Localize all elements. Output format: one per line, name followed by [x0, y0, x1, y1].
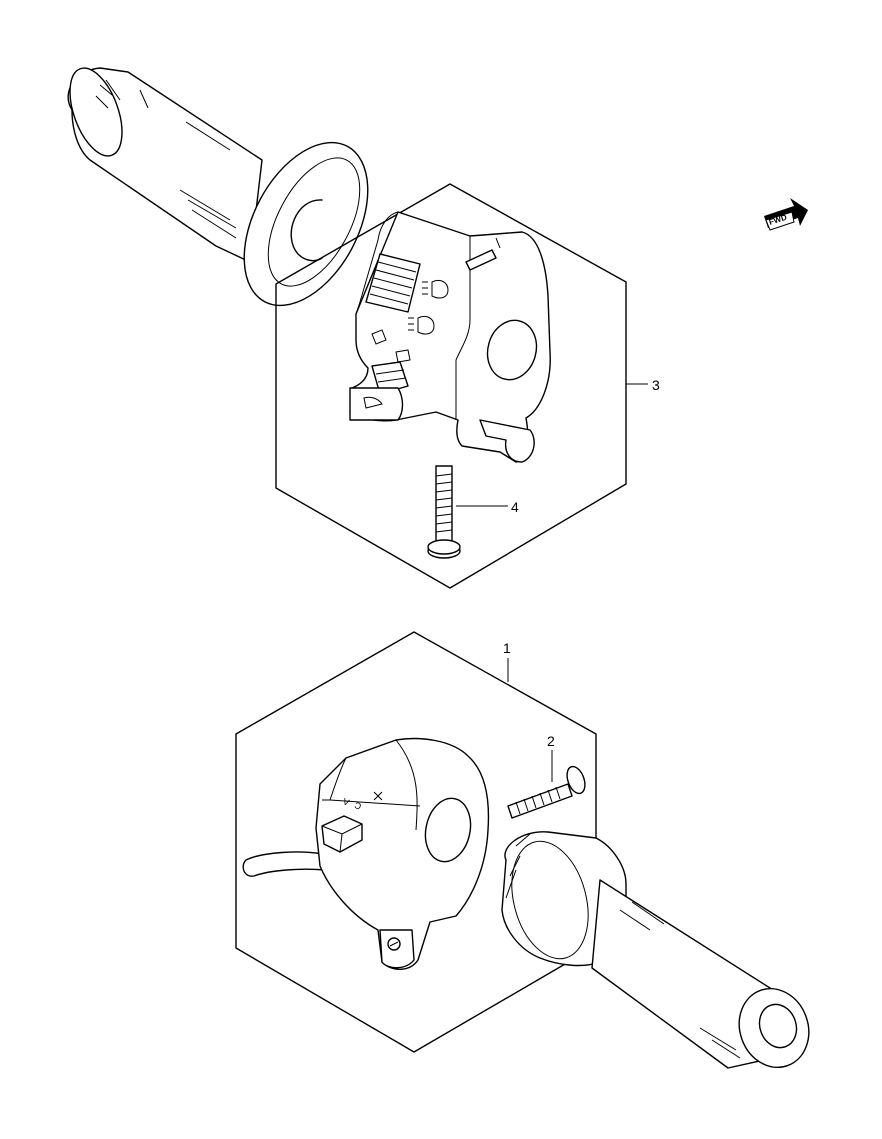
callout-label-3: 3	[652, 377, 660, 393]
svg-text:C: C	[353, 800, 363, 812]
callout-label-2: 2	[547, 733, 555, 749]
right-handle-switch	[349, 211, 551, 463]
callout-1: 1	[503, 640, 511, 682]
left-grip-upper	[67, 67, 369, 307]
kit-boundary-upper	[275, 183, 627, 589]
kit-boundary-lower	[235, 631, 597, 1053]
fwd-arrow-icon: FWD	[764, 198, 808, 231]
callout-label-4: 4	[511, 499, 519, 515]
callout-3: 3	[626, 377, 660, 393]
screw-part-2	[507, 765, 586, 819]
callout-4: 4	[456, 499, 519, 515]
screw-part-4	[427, 465, 461, 559]
left-handle-switch: A C	[242, 737, 490, 970]
svg-text:A: A	[342, 796, 351, 807]
callout-2: 2	[547, 733, 555, 782]
callout-label-1: 1	[503, 640, 511, 656]
throttle-grip-lower	[501, 831, 810, 1069]
